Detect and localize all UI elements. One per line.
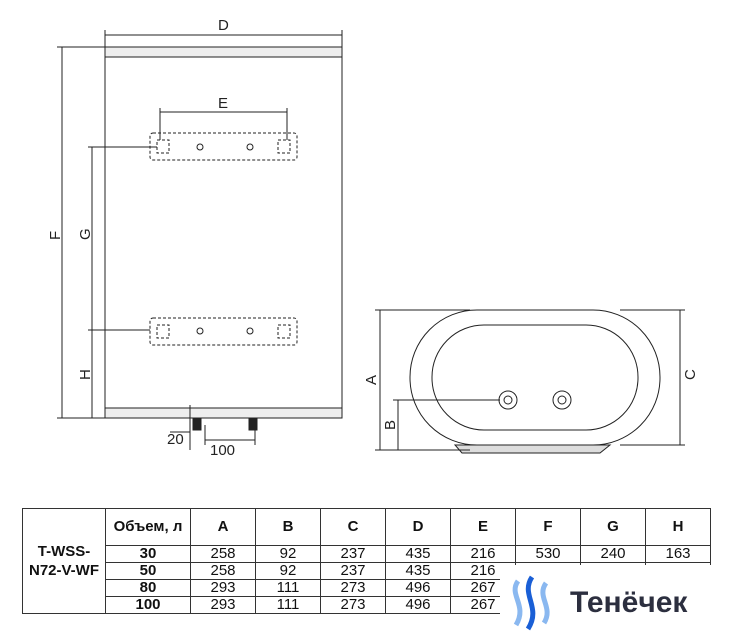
volume-cell: 80 — [105, 579, 191, 597]
value-cell: 237 — [320, 545, 386, 563]
volume-cell: 50 — [105, 562, 191, 580]
value-cell: 435 — [385, 545, 451, 563]
table-header-row: T-WSS-N72-V-WF Объем, л A B C D E F G H — [22, 508, 711, 614]
value-cell: 496 — [385, 596, 451, 614]
dim-label-h: H — [77, 369, 94, 380]
value-cell: 258 — [190, 562, 256, 580]
header-h: H — [645, 508, 711, 546]
nozzle-left — [192, 417, 202, 431]
value-cell: 267 — [450, 596, 516, 614]
nozzle-right — [248, 417, 258, 431]
dim-label-a: A — [363, 375, 380, 385]
steam-waves-icon — [512, 575, 550, 630]
value-cell: 273 — [320, 596, 386, 614]
value-cell: 92 — [255, 545, 321, 563]
value-cell: 293 — [190, 579, 256, 597]
volume-cell: 100 — [105, 596, 191, 614]
value-cell: 237 — [320, 562, 386, 580]
value-cell: 435 — [385, 562, 451, 580]
header-b: B — [255, 508, 321, 546]
brand-logo: Тенёчек — [500, 565, 731, 640]
dim-label-f: F — [47, 231, 64, 240]
value-cell: 111 — [255, 579, 321, 597]
value-cell: 293 — [190, 596, 256, 614]
header-volume: Объем, л — [105, 508, 191, 546]
dim-label-c: C — [682, 369, 699, 380]
dim-label-e: E — [218, 95, 228, 112]
header-d: D — [385, 508, 451, 546]
header-e: E — [450, 508, 516, 546]
value-cell: 240 — [580, 545, 646, 563]
value-cell: 216 — [450, 545, 516, 563]
brand-name: Тенёчек — [570, 585, 688, 619]
dim-label-d: D — [218, 17, 229, 34]
dim-label-b: B — [382, 420, 399, 430]
dim-label-spacing: 100 — [210, 442, 235, 459]
value-cell: 496 — [385, 579, 451, 597]
tank-side-body — [409, 309, 661, 446]
value-cell: 163 — [645, 545, 711, 563]
volume-cell: 30 — [105, 545, 191, 563]
header-c: C — [320, 508, 386, 546]
value-cell: 530 — [515, 545, 581, 563]
header-g: G — [580, 508, 646, 546]
value-cell: 111 — [255, 596, 321, 614]
header-a: A — [190, 508, 256, 546]
value-cell: 258 — [190, 545, 256, 563]
dimensions-table: T-WSS-N72-V-WF Объем, л A B C D E F G H … — [22, 508, 711, 614]
dim-label-offset: 20 — [167, 431, 184, 448]
header-f: F — [515, 508, 581, 546]
value-cell: 92 — [255, 562, 321, 580]
value-cell: 273 — [320, 579, 386, 597]
model-name: T-WSS-N72-V-WF — [22, 508, 106, 614]
dim-label-g: G — [77, 228, 94, 240]
mounting-bracket-bottom — [149, 317, 298, 346]
technical-drawing: D E F G H 20 100 A B C — [47, 17, 699, 459]
mounting-bracket-top — [149, 132, 298, 161]
